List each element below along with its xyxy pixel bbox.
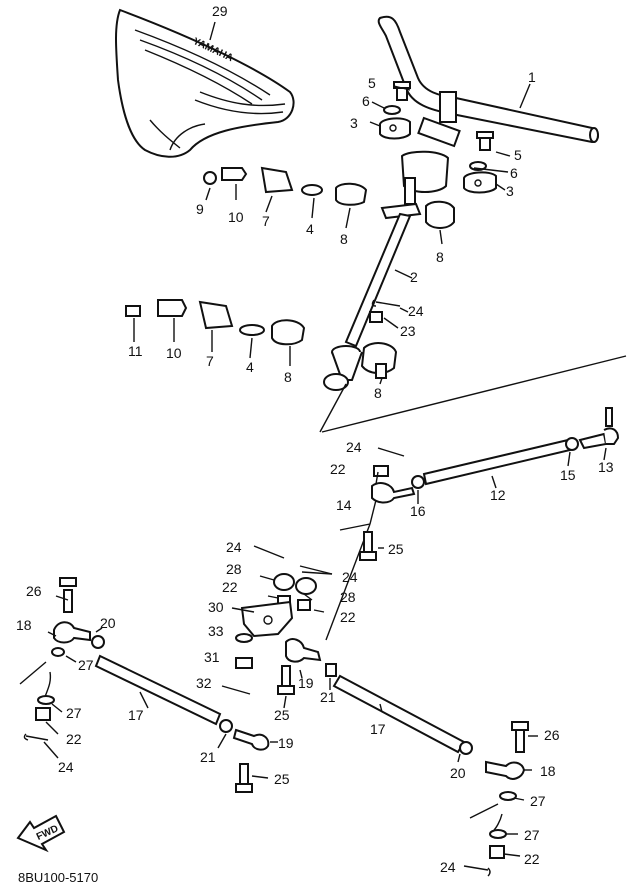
callout-3: 3 [506, 183, 514, 199]
callout-12: 12 [490, 487, 506, 503]
callout-17: 17 [370, 721, 386, 737]
lower-bracket-row [125, 299, 306, 346]
callout-26: 26 [544, 727, 560, 743]
callout-27: 27 [530, 793, 546, 809]
callout-22: 22 [66, 731, 82, 747]
callout-20: 20 [450, 765, 466, 781]
callout-8: 8 [374, 385, 382, 401]
steering-column-part [323, 150, 455, 391]
callout-7: 7 [206, 353, 214, 369]
callout-30: 30 [208, 599, 224, 615]
callout-10: 10 [166, 345, 182, 361]
clamp-part-column [360, 342, 398, 379]
callout-25: 25 [274, 771, 290, 787]
upper-bracket-row [203, 166, 368, 206]
callout-24: 24 [346, 439, 362, 455]
callout-3: 3 [350, 115, 358, 131]
tie-rod-left [53, 577, 270, 751]
callout-4: 4 [306, 221, 314, 237]
handlebar-part [377, 15, 599, 148]
center-bracket-assembly [221, 545, 333, 695]
callout-25: 25 [274, 707, 290, 723]
tie-rod-upper [371, 407, 620, 504]
callout-18: 18 [540, 763, 556, 779]
callout-29: 29 [212, 3, 228, 19]
callout-1: 1 [528, 69, 536, 85]
callout-25: 25 [388, 541, 404, 557]
callout-24: 24 [408, 303, 424, 319]
callout-33: 33 [208, 623, 224, 639]
callout-27: 27 [66, 705, 82, 721]
callout-22: 22 [222, 579, 238, 595]
callout-27: 27 [524, 827, 540, 843]
callout-27: 27 [78, 657, 94, 673]
callout-18: 18 [16, 617, 32, 633]
callout-16: 16 [410, 503, 426, 519]
callout-8: 8 [284, 369, 292, 385]
callout-8: 8 [436, 249, 444, 265]
callout-15: 15 [560, 467, 576, 483]
callout-24: 24 [342, 569, 358, 585]
callout-24: 24 [440, 859, 456, 875]
callout-6: 6 [510, 165, 518, 181]
callout-5: 5 [368, 75, 376, 91]
callout-28: 28 [226, 561, 242, 577]
callout-9: 9 [196, 201, 204, 217]
callout-24: 24 [58, 759, 74, 775]
clamp-assembly-upper-right [463, 131, 497, 194]
callout-14: 14 [336, 497, 352, 513]
callout-7: 7 [262, 213, 270, 229]
figure-code: 8BU100-5170 [18, 870, 98, 885]
callout-24: 24 [226, 539, 242, 555]
callout-17: 17 [128, 707, 144, 723]
callout-21: 21 [200, 749, 216, 765]
clamp-assembly-upper-left [379, 81, 411, 140]
callout-8: 8 [340, 231, 348, 247]
fwd-arrow-icon [16, 814, 66, 853]
callout-32: 32 [196, 675, 212, 691]
callout-13: 13 [598, 459, 614, 475]
callout-19: 19 [278, 735, 294, 751]
callout-2: 2 [410, 269, 418, 285]
callout-22: 22 [330, 461, 346, 477]
callout-28: 28 [340, 589, 356, 605]
callout-19: 19 [298, 675, 314, 691]
seat-part [115, 8, 295, 158]
tie-rod-right [332, 674, 529, 780]
callout-22: 22 [340, 609, 356, 625]
callout-5: 5 [514, 147, 522, 163]
callout-22: 22 [524, 851, 540, 867]
callout-23: 23 [400, 323, 416, 339]
callout-10: 10 [228, 209, 244, 225]
callout-6: 6 [362, 93, 370, 109]
callout-11: 11 [128, 343, 143, 359]
callout-4: 4 [246, 359, 254, 375]
callout-21: 21 [320, 689, 336, 705]
callout-31: 31 [204, 649, 220, 665]
callout-20: 20 [100, 615, 116, 631]
callout-26: 26 [26, 583, 42, 599]
